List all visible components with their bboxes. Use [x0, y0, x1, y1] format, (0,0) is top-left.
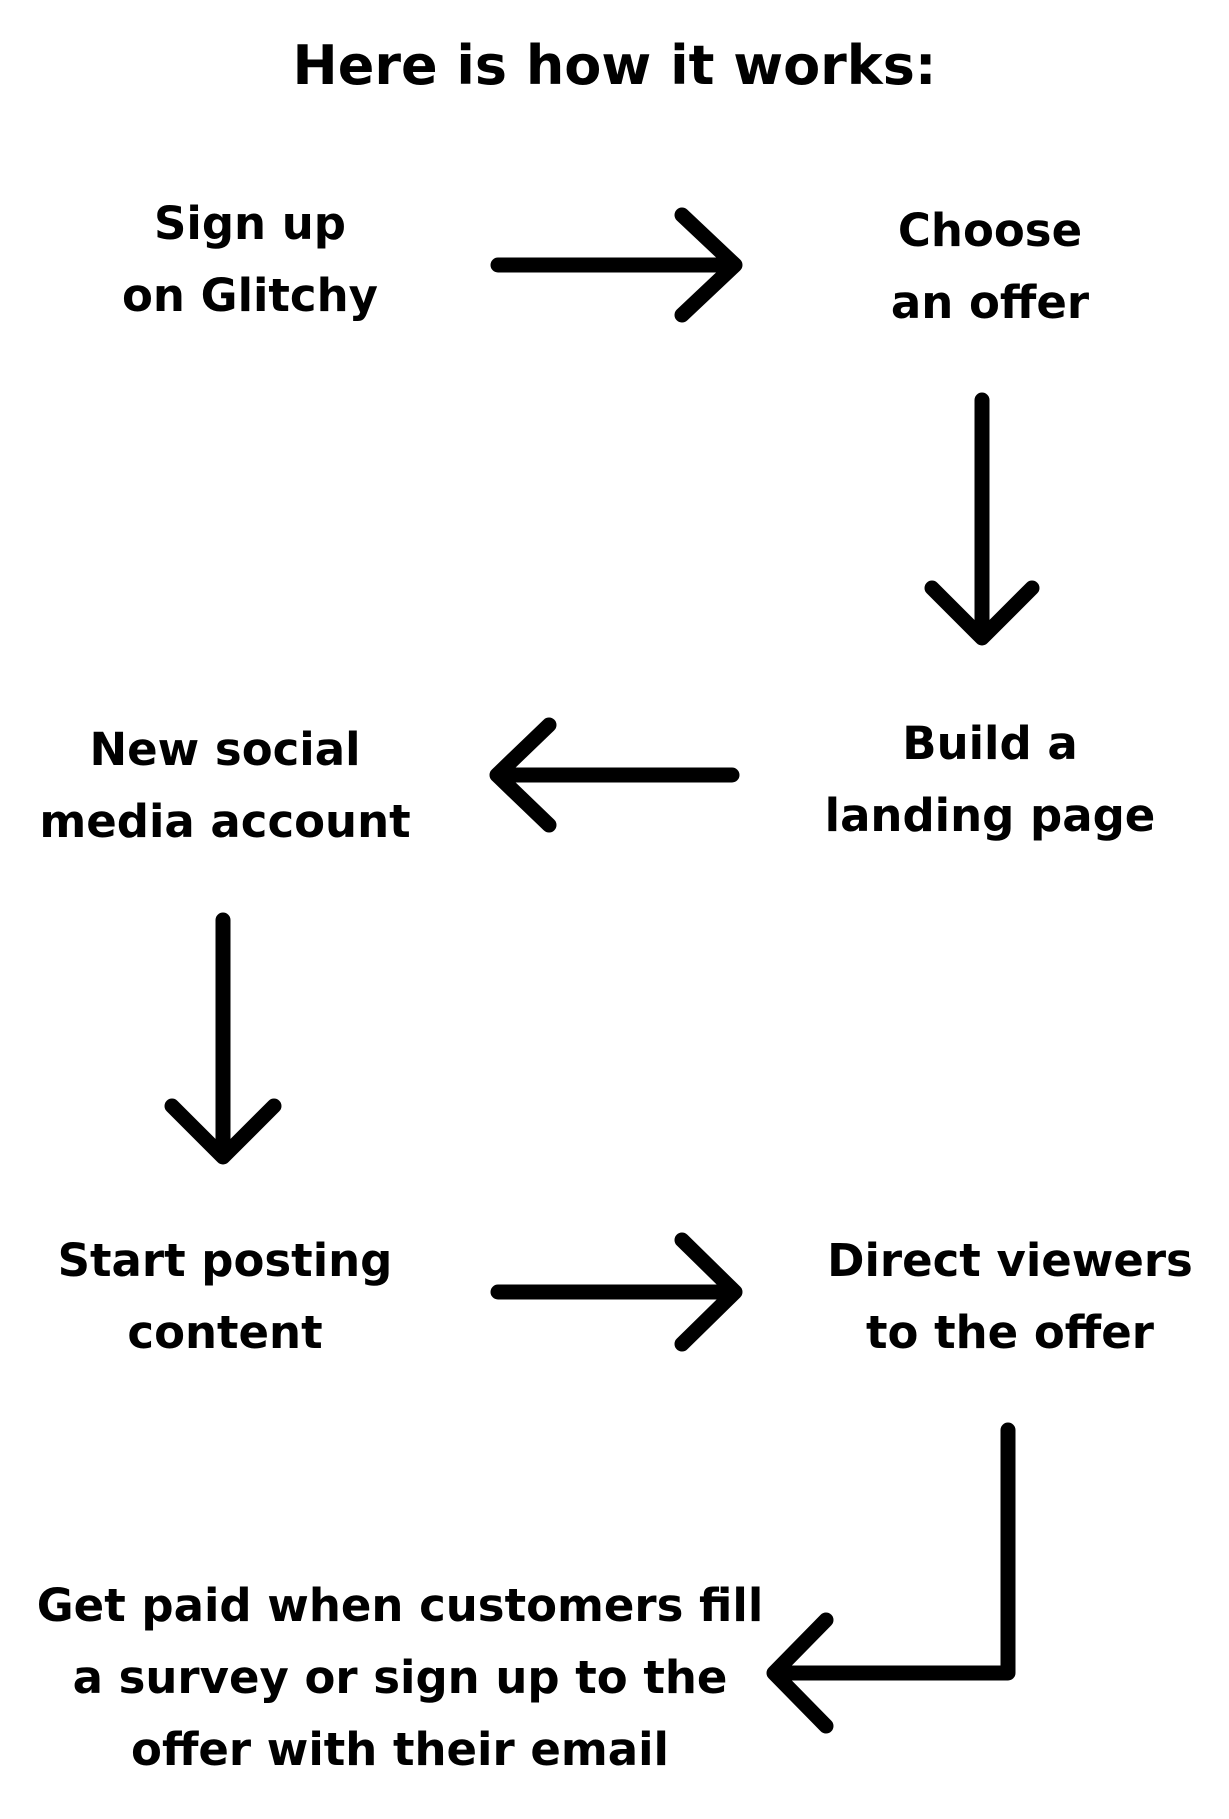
arrow-down-icon	[924, 392, 1040, 646]
step-get-paid: Get paid when customers fill a survey or…	[20, 1570, 780, 1786]
diagram-title: Here is how it works:	[292, 34, 937, 97]
step-direct-viewers: Direct viewers to the offer	[810, 1225, 1210, 1369]
step-line: media account	[39, 795, 411, 848]
step-build-landing-page: Build a landing page	[800, 708, 1180, 852]
step-line: to the offer	[866, 1306, 1154, 1359]
step-line: Sign up	[154, 197, 346, 250]
step-line: an offer	[890, 276, 1090, 329]
arrow-down-icon	[164, 912, 282, 1165]
return-arrow-icon	[766, 1422, 1016, 1734]
step-line: on Glitchy	[122, 269, 378, 322]
step-line: Build a	[902, 717, 1078, 770]
step-new-social-account: New social media account	[20, 714, 430, 858]
step-sign-up: Sign up on Glitchy	[90, 188, 410, 332]
step-line: Get paid when customers fill	[36, 1579, 764, 1632]
step-line: Start posting	[57, 1234, 393, 1287]
step-line: offer with their email	[131, 1723, 669, 1776]
arrow-left-icon	[489, 717, 740, 833]
step-line: a survey or sign up to the	[72, 1651, 728, 1704]
step-line: Direct viewers	[827, 1234, 1193, 1287]
step-line: landing page	[824, 789, 1156, 842]
step-start-posting: Start posting content	[45, 1225, 405, 1369]
step-line: New social	[89, 723, 361, 776]
step-line: content	[127, 1306, 323, 1359]
step-choose-offer: Choose an offer	[850, 195, 1130, 339]
arrow-right-icon	[490, 207, 743, 323]
arrow-right-icon	[490, 1232, 743, 1352]
step-line: Choose	[897, 204, 1083, 257]
